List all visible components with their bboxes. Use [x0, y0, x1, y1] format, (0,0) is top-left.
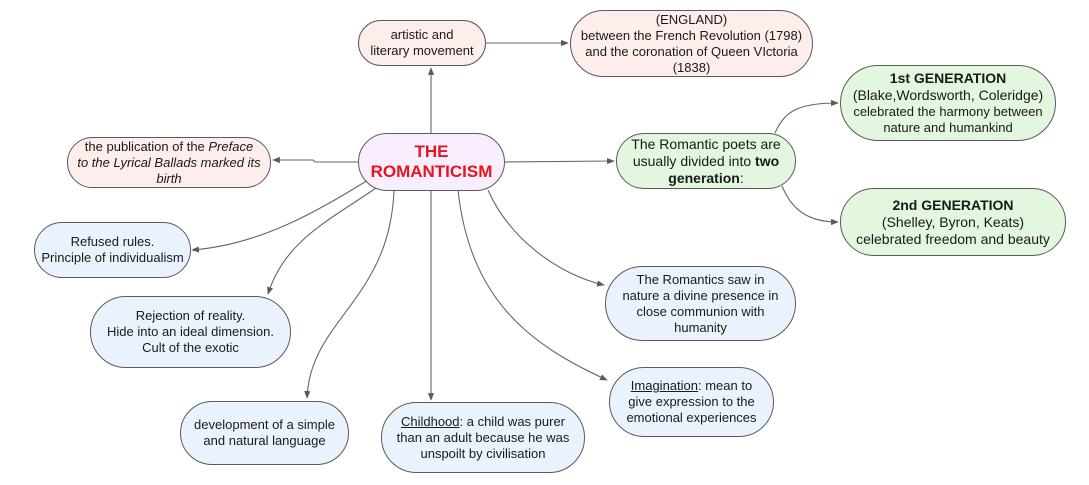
edge-center-nature: [487, 189, 605, 287]
nature-line2: nature a divine presence in: [622, 287, 779, 303]
second-gen-poets: (Shelley, Byron, Keats): [881, 213, 1025, 230]
center-title-line2: ROMANTICISM: [370, 162, 493, 181]
gen-line1: The Romantic poets are: [631, 135, 781, 152]
imagination-term: Imagination: [630, 378, 698, 393]
preface-line2: to the Lyrical Ballads marked its: [77, 154, 261, 170]
childhood-line3: unspoilt by civilisation: [420, 445, 546, 461]
edge-gen-first: [774, 99, 839, 134]
node-first-generation[interactable]: 1st GENERATION (Blake,Wordsworth, Coleri…: [840, 65, 1056, 141]
gen-line3: generation:: [668, 170, 743, 187]
edge-center-generations: [504, 157, 615, 165]
childhood-line1-rest: : a child was purer: [459, 413, 566, 429]
node-rejection-reality[interactable]: Rejection of reality. Hide into an ideal…: [90, 296, 291, 368]
artistic-line2: literary movement: [370, 43, 474, 58]
preface-title-part1: Preface: [208, 138, 254, 154]
development-line1: development of a simple: [194, 417, 335, 432]
england-line4: (1838): [672, 59, 711, 75]
node-second-generation[interactable]: 2nd GENERATION (Shelley, Byron, Keats) c…: [840, 188, 1066, 256]
first-gen-poets: (Blake,Wordsworth, Coleridge): [852, 87, 1044, 103]
node-nature-divine[interactable]: The Romantics saw in nature a divine pre…: [605, 266, 796, 341]
england-line1: (ENGLAND): [655, 11, 728, 27]
second-gen-line3: celebrated freedom and beauty: [856, 230, 1050, 247]
first-gen-line3: celebrated the harmony between: [853, 104, 1043, 119]
second-gen-title: 2nd GENERATION: [892, 196, 1014, 213]
first-gen-title: 1st GENERATION: [889, 70, 1007, 86]
gen-line2-bold: two: [755, 152, 780, 169]
node-natural-language[interactable]: development of a simple and natural lang…: [180, 401, 349, 465]
imagination-line1: Imagination: mean to: [631, 378, 752, 394]
nature-line1: The Romantics saw in: [636, 271, 765, 287]
development-line2: and natural language: [203, 433, 326, 448]
edge-center-development: [304, 189, 395, 399]
node-artistic-movement[interactable]: artistic and literary movement: [358, 20, 486, 66]
node-childhood[interactable]: Childhood: a child was purer than an adu…: [381, 402, 585, 473]
edge-center-preface: [272, 156, 358, 164]
preface-line3: birth: [156, 170, 182, 186]
first-gen-line4: nature and humankind: [883, 120, 1013, 135]
nature-line3: close communion with: [636, 303, 765, 319]
node-refused-rules[interactable]: Refused rules. Principle of individualis…: [34, 222, 191, 278]
rejection-line1: Rejection of reality.: [135, 308, 246, 323]
childhood-line2: than an adult because he was: [396, 429, 570, 445]
preface-line1: the publication of the Preface: [85, 139, 253, 155]
edge-center-imagination: [457, 189, 608, 381]
gen-line3-bold: generation: [668, 169, 740, 186]
gen-line3-plain: :: [739, 169, 744, 186]
center-title-line1: THE: [414, 142, 449, 161]
edge-center-rejection: [267, 187, 377, 295]
refused-line2: Principle of individualism: [41, 250, 184, 265]
imagination-line2: give expression to the: [628, 394, 755, 409]
imagination-line1-rest: : mean to: [698, 378, 753, 393]
imagination-line3: emotional experiences: [626, 410, 757, 425]
edge-center-refused: [191, 179, 369, 253]
childhood-line1: Childhood: a child was purer: [401, 414, 565, 430]
gen-line2: usually divided into two: [633, 153, 779, 170]
england-line3: and the coronation of Queen VIctoria: [585, 43, 798, 59]
node-center-romanticism[interactable]: THE ROMANTICISM: [358, 133, 505, 191]
rejection-line2: Hide into an ideal dimension.: [107, 324, 274, 339]
preface-prefix: the publication of the: [84, 138, 209, 154]
node-two-generations[interactable]: The Romantic poets are usually divided i…: [616, 133, 796, 189]
england-line2: between the French Revolution (1798): [580, 27, 803, 43]
nature-line4: humanity: [674, 319, 727, 335]
node-preface[interactable]: the publication of the Preface to the Ly…: [67, 137, 271, 188]
refused-line1: Refused rules.: [70, 234, 155, 249]
artistic-line1: artistic and: [390, 27, 454, 42]
edge-gen-second: [781, 185, 839, 226]
node-imagination[interactable]: Imagination: mean to give expression to …: [609, 367, 774, 437]
rejection-line3: Cult of the exotic: [142, 340, 239, 355]
gen-line2-plain: usually divided into: [632, 152, 756, 169]
childhood-term: Childhood: [400, 413, 460, 429]
node-england-period[interactable]: (ENGLAND) between the French Revolution …: [570, 10, 813, 77]
